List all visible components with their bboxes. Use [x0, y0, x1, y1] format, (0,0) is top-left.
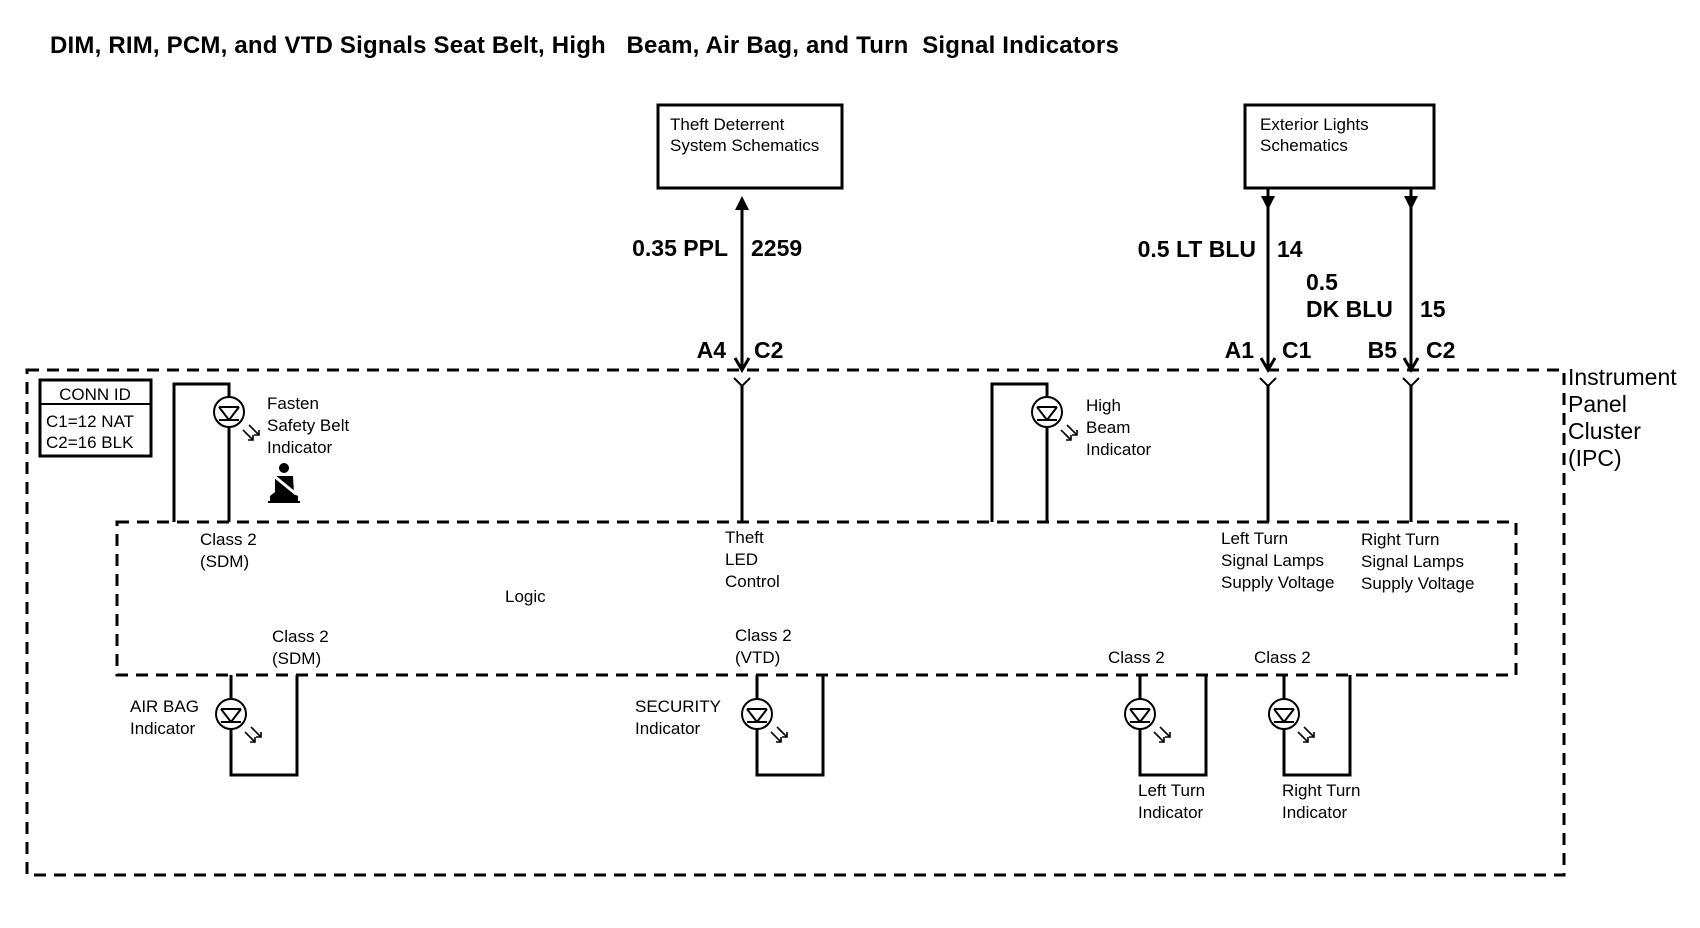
high-beam-indicator	[990, 382, 1078, 522]
right-turn-indicator	[1268, 675, 1352, 777]
right-supply-line2: Signal Lamps	[1361, 552, 1464, 571]
seat-belt-icon	[268, 463, 300, 503]
class2-sdm-top-line1: Class 2	[200, 530, 257, 549]
logic-box	[115, 520, 1518, 677]
arrow-down-icon	[1261, 196, 1275, 210]
left-turn-indicator	[1124, 675, 1208, 777]
left-supply-line1: Left Turn	[1221, 529, 1288, 548]
right-wire-pin: B5	[1368, 337, 1398, 363]
class2-vtd-line1: Class 2	[735, 626, 792, 645]
high-beam-label-line3: Indicator	[1086, 440, 1152, 459]
class2-sdm-bottom-line1: Class 2	[272, 627, 329, 646]
logic-label: Logic	[505, 587, 546, 606]
security-label-line2: Indicator	[635, 719, 701, 738]
left-supply-line3: Supply Voltage	[1221, 573, 1334, 592]
class2-sdm-bottom-line2: (SDM)	[272, 649, 321, 668]
exterior-box-line1: Exterior Lights	[1260, 115, 1369, 134]
ipc-label-line1: Instrument	[1568, 364, 1677, 390]
theft-deterrent-box[interactable]: Theft Deterrent System Schematics	[656, 103, 844, 190]
led-lamp-icon	[213, 396, 260, 441]
connector-pin-icon	[1259, 377, 1277, 388]
conn-id-line1: C1=12 NAT	[46, 412, 134, 431]
theft-wire-pin: A4	[697, 337, 727, 363]
left-wire-circuit: 14	[1277, 236, 1303, 262]
ipc-label-line3: Cluster	[1568, 418, 1641, 444]
class2-left-label: Class 2	[1108, 648, 1165, 667]
theft-wire-circuit: 2259	[751, 235, 802, 261]
theft-box-line1: Theft Deterrent	[670, 115, 785, 134]
high-beam-label-line2: Beam	[1086, 418, 1130, 437]
arrow-down-icon	[733, 357, 751, 373]
led-lamp-icon	[1268, 698, 1315, 743]
theft-box-line2: System Schematics	[670, 136, 819, 155]
air-bag-label-line1: AIR BAG	[130, 697, 199, 716]
seat-belt-label-line1: Fasten	[267, 394, 319, 413]
led-lamp-icon	[1124, 698, 1171, 743]
security-indicator	[741, 675, 825, 777]
arrow-down-icon	[1404, 196, 1418, 210]
air-bag-indicator	[215, 675, 299, 777]
right-turn-label-line1: Right Turn	[1282, 781, 1360, 800]
theft-led-line3: Control	[725, 572, 780, 591]
seat-belt-indicator	[172, 382, 300, 522]
exterior-lights-box[interactable]: Exterior Lights Schematics	[1243, 103, 1436, 190]
exterior-box-line2: Schematics	[1260, 136, 1348, 155]
class2-vtd-line2: (VTD)	[735, 648, 780, 667]
left-turn-label-line1: Left Turn	[1138, 781, 1205, 800]
ipc-outline	[25, 368, 1566, 877]
right-supply-line1: Right Turn	[1361, 530, 1439, 549]
right-wire-color-line2: DK BLU	[1306, 296, 1393, 322]
connector-pin-icon	[1402, 377, 1420, 388]
right-wire-circuit: 15	[1420, 296, 1446, 322]
ipc-label-line2: Panel	[1568, 391, 1627, 417]
led-lamp-icon	[741, 698, 788, 743]
conn-id-table: CONN ID C1=12 NAT C2=16 BLK	[38, 378, 153, 458]
seat-belt-label-line3: Indicator	[267, 438, 333, 457]
class2-right-label: Class 2	[1254, 648, 1311, 667]
theft-led-line2: LED	[725, 550, 758, 569]
left-turn-label-line2: Indicator	[1138, 803, 1204, 822]
theft-wire-color: 0.35 PPL	[632, 235, 728, 261]
class2-sdm-top-line2: (SDM)	[200, 552, 249, 571]
ipc-label: Instrument Panel Cluster (IPC)	[1568, 364, 1677, 471]
right-wire-connector: C2	[1426, 337, 1455, 363]
right-wire-color-line1: 0.5	[1306, 269, 1338, 295]
left-wire-pin: A1	[1225, 337, 1255, 363]
security-label-line1: SECURITY	[635, 697, 721, 716]
theft-wire	[733, 196, 751, 522]
connector-pin-icon	[733, 377, 751, 388]
seat-belt-label-line2: Safety Belt	[267, 416, 349, 435]
left-turn-wire	[1259, 188, 1277, 522]
ipc-label-line4: (IPC)	[1568, 445, 1622, 471]
high-beam-label-line1: High	[1086, 396, 1121, 415]
led-lamp-icon	[1031, 396, 1078, 441]
left-wire-connector: C1	[1282, 337, 1312, 363]
air-bag-label-line2: Indicator	[130, 719, 196, 738]
right-supply-line3: Supply Voltage	[1361, 574, 1474, 593]
theft-led-line1: Theft	[725, 528, 764, 547]
arrow-up-icon	[735, 196, 749, 210]
diagram-title: DIM, RIM, PCM, and VTD Signals Seat Belt…	[50, 32, 1119, 59]
theft-wire-connector: C2	[754, 337, 783, 363]
conn-id-header: CONN ID	[59, 385, 131, 404]
conn-id-line2: C2=16 BLK	[46, 433, 134, 452]
right-turn-label-line2: Indicator	[1282, 803, 1348, 822]
left-supply-line2: Signal Lamps	[1221, 551, 1324, 570]
led-lamp-icon	[215, 698, 262, 743]
right-turn-wire	[1402, 188, 1420, 522]
left-wire-color: 0.5 LT BLU	[1138, 236, 1256, 262]
